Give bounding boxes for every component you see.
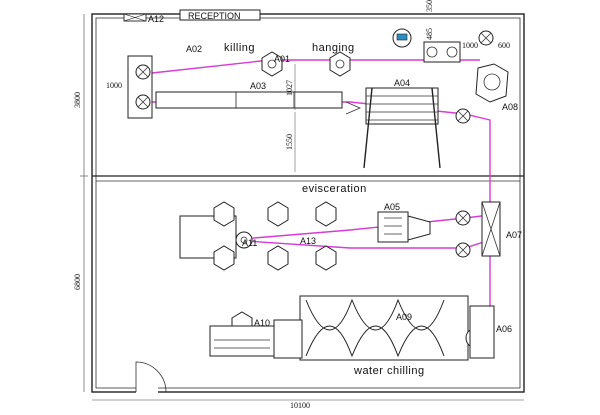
tr-wheel-spokes [480, 32, 492, 44]
dim-485: 485 [425, 28, 434, 40]
a05-wheel-bottom-spokes [457, 244, 469, 256]
killing-label: killing [224, 42, 255, 54]
a05-detail [384, 217, 402, 235]
a13-label: A13 [300, 236, 316, 246]
a08-wheel-spokes [457, 110, 469, 122]
a10-feed-detail [214, 339, 270, 349]
a04-arrow [345, 101, 362, 115]
hanging-hub [335, 59, 345, 69]
a08-pulley [483, 73, 501, 91]
outer-wall-inner [95, 17, 521, 389]
a03-label: A03 [250, 81, 266, 91]
a07-detail [481, 201, 501, 257]
a04-label: A04 [394, 78, 410, 88]
a11-label: A11 [242, 238, 257, 248]
a03-tank [155, 91, 343, 109]
a05-unit [377, 211, 409, 243]
a09-label: A09 [396, 312, 412, 322]
a05-label: A05 [384, 202, 400, 212]
a10-feed [273, 319, 303, 359]
workstation [315, 201, 337, 227]
a04-rollers [366, 95, 438, 121]
a04-frame [365, 87, 439, 125]
a02-wheel-top-spokes [137, 66, 149, 78]
a05-hopper [407, 215, 431, 241]
workstation [267, 201, 289, 227]
dim-height-top: 3800 [73, 92, 82, 108]
dim-1000-right: 1000 [462, 41, 478, 50]
a01-label: A01 [274, 54, 290, 64]
a02-label: A02 [186, 44, 202, 54]
a09-spiral-2 [305, 325, 445, 358]
workstation [315, 245, 337, 271]
a05-wheel-top-spokes [457, 212, 469, 224]
a02-wheel-bottom-spokes [137, 96, 149, 108]
dim-width: 10100 [290, 401, 310, 410]
tr-unit-pulley-2 [446, 46, 458, 58]
a11-hub [240, 236, 248, 244]
workstation [267, 245, 289, 271]
tr-unit-box [423, 41, 461, 63]
reception-door [179, 9, 261, 21]
a09-tank [299, 295, 469, 361]
a07-label: A07 [506, 230, 522, 240]
a08-label: A08 [502, 102, 518, 112]
water-chilling-label: water chilling [353, 365, 425, 377]
bottom-door-swing [135, 361, 167, 393]
a06-label: A06 [496, 324, 512, 334]
dim-600: 600 [498, 41, 510, 50]
a12-label: A12 [148, 14, 164, 24]
a01-hub [267, 59, 277, 69]
a10-table [209, 325, 275, 357]
hanging-unit [329, 51, 351, 77]
hanging-label: hanging [312, 42, 355, 54]
reception-label: RECEPTION [188, 11, 241, 21]
evisceration-label: evisceration [302, 183, 367, 195]
outer-wall [91, 13, 525, 393]
a10-label: A10 [254, 318, 270, 328]
tr-tank-body [396, 33, 408, 41]
workstation [213, 201, 235, 227]
a04-leg-2 [431, 87, 441, 169]
dim-1000-left: 1000 [106, 81, 122, 90]
a01-unit [261, 51, 283, 77]
bottom-door-gap [136, 386, 158, 394]
a11-unit [235, 231, 253, 249]
dim-1027: 1027 [285, 80, 294, 96]
workstation [213, 245, 235, 271]
dim-350: 350 [425, 0, 434, 12]
a12-cross-2 [123, 13, 147, 22]
a06-frame [469, 305, 495, 359]
dim-1550: 1550 [285, 134, 294, 150]
dim-height-bottom: 6800 [73, 274, 82, 290]
tr-unit-pulley-1 [426, 46, 438, 58]
a04-leg-1 [363, 87, 373, 169]
a09-spiral [305, 298, 445, 331]
workstations [213, 201, 337, 271]
a08-unit [475, 63, 509, 103]
